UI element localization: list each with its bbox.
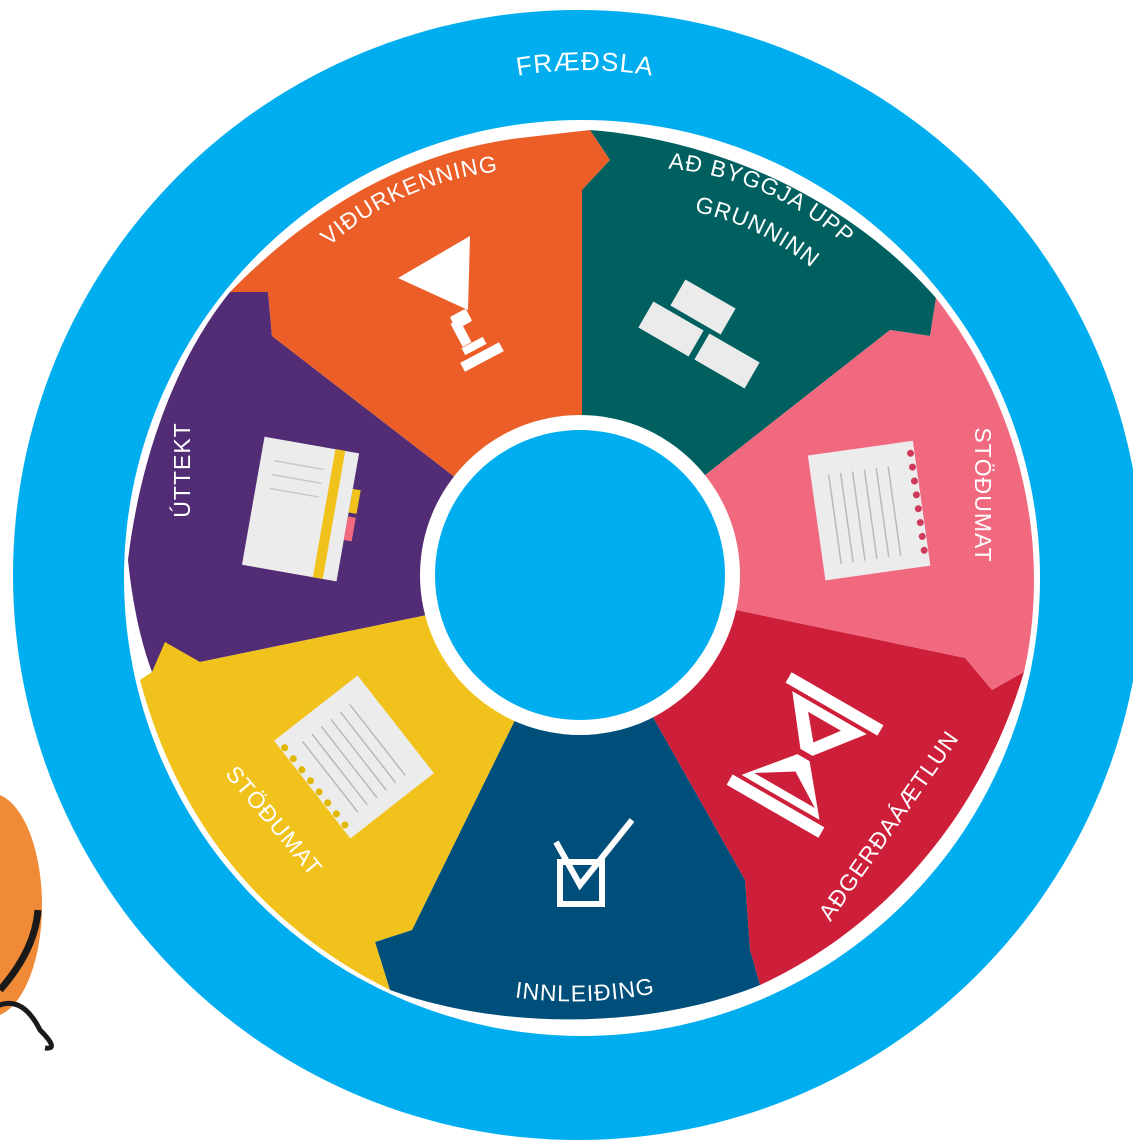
outer-ring-label: FRÆÐSLA [514, 46, 655, 82]
trophy-icon [398, 236, 504, 372]
notebook-icon [241, 436, 361, 582]
center-circle[interactable] [435, 430, 725, 720]
notepad-icon-left [274, 675, 434, 839]
checkbox-icon [553, 818, 635, 907]
segment-innleiding[interactable] [375, 578, 760, 1020]
uttekt-label: ÚTTEKT [169, 422, 195, 517]
hourglass-icon [726, 672, 884, 838]
svg-text:FRÆÐSLA: FRÆÐSLA [514, 46, 656, 82]
bricks-icon [632, 274, 766, 394]
notepad-icon [807, 440, 931, 581]
stodumat-right-label: STÖÐUMAT [970, 427, 996, 562]
pumpkin-icon [0, 795, 54, 1051]
